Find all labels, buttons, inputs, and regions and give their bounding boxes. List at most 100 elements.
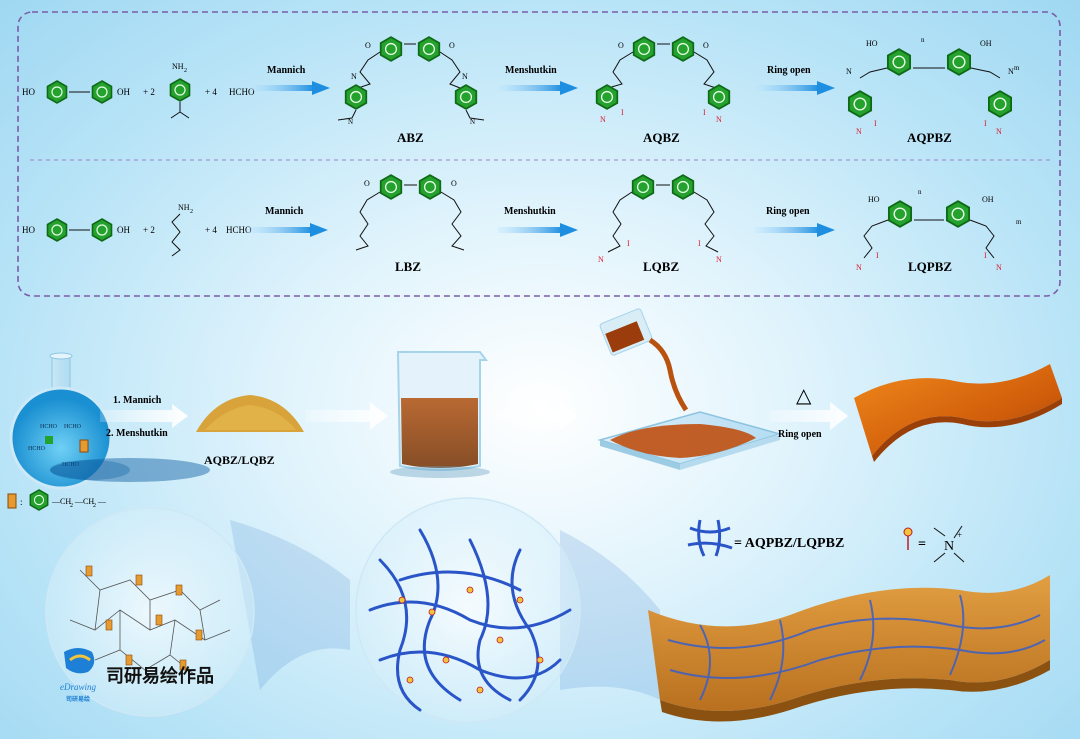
lqpbz-label: LQPBZ xyxy=(908,259,952,274)
svg-text:I: I xyxy=(984,119,987,128)
network-film xyxy=(648,575,1050,722)
svg-text:m: m xyxy=(1014,64,1020,72)
svg-text:司研易绘: 司研易绘 xyxy=(66,695,90,703)
process-arrow1 xyxy=(100,404,188,428)
svg-text:N: N xyxy=(716,255,722,264)
svg-text:O: O xyxy=(451,179,457,188)
row1-amine-sub: 2 xyxy=(184,68,187,74)
svg-text:N: N xyxy=(996,263,1002,272)
svg-text:N: N xyxy=(996,127,1002,136)
svg-text:HCHO: HCHO xyxy=(28,446,46,452)
row2-arrow2 xyxy=(498,223,578,237)
process-arrow4 xyxy=(770,402,848,430)
svg-text:I: I xyxy=(874,119,877,128)
row1-hcho: HCHO xyxy=(229,87,255,97)
row1-reactant-ho: HO xyxy=(22,87,35,97)
svg-text:—CH: —CH xyxy=(74,497,94,506)
svg-text:eDrawing: eDrawing xyxy=(60,682,97,692)
svg-text:HO: HO xyxy=(866,39,878,48)
row1-arrow3 xyxy=(755,81,835,95)
svg-text:N: N xyxy=(846,67,852,76)
svg-text:I: I xyxy=(984,251,987,260)
svg-text:N: N xyxy=(856,263,862,272)
molecular-network xyxy=(69,569,231,676)
cation-markers xyxy=(398,586,544,694)
aqbz-structure: O O N I N I xyxy=(595,36,731,124)
svg-text:n: n xyxy=(918,188,922,196)
lqbz-label: LQBZ xyxy=(643,259,679,274)
row1-arrow2 xyxy=(498,81,578,95)
svg-text:m: m xyxy=(1016,218,1022,226)
svg-text:—: — xyxy=(97,497,107,506)
lqbz-structure: N I N I xyxy=(598,174,722,264)
powder-label: AQBZ/LQBZ xyxy=(204,453,275,467)
svg-text:O: O xyxy=(449,41,455,50)
svg-text:N: N xyxy=(598,255,604,264)
lbz-structure: O O xyxy=(355,174,465,251)
cured-film xyxy=(854,364,1062,462)
row1-coef2: + 2 xyxy=(143,87,155,97)
svg-text:N: N xyxy=(462,72,468,81)
process-arrow2 xyxy=(305,402,388,430)
svg-text:HCHO: HCHO xyxy=(62,462,80,468)
abz-label: ABZ xyxy=(397,130,424,145)
svg-text:I: I xyxy=(698,239,701,248)
row2-reaction: HO OH + 2 NH 2 + 4 HCHO Mannich O O LBZ … xyxy=(22,174,1022,274)
svg-text:=: = xyxy=(918,537,926,552)
flask: HCHO HCHO HCHO HCHO xyxy=(9,352,130,490)
row1-reaction: HO OH + 2 NH 2 + 4 HCHO Mannich O O N N xyxy=(22,36,1020,145)
edrawing-logo: eDrawing 司研易绘 xyxy=(60,648,97,703)
row2-reactant-ho: HO xyxy=(22,225,35,235)
row2-step3-label: Ring open xyxy=(766,206,810,217)
row1-coef4: + 4 xyxy=(205,87,217,97)
zoom-bands xyxy=(230,520,660,700)
svg-text:OH: OH xyxy=(982,195,994,204)
aqbz-label: AQBZ xyxy=(643,130,680,145)
svg-text:O: O xyxy=(703,41,709,50)
svg-text:n: n xyxy=(921,36,925,44)
svg-text:I: I xyxy=(621,108,624,117)
process-arrow3 xyxy=(492,402,578,430)
row2-reactant-oh: OH xyxy=(117,225,130,235)
row1-step2-label: Menshutkin xyxy=(505,65,557,76)
row1-reactant-oh: OH xyxy=(117,87,130,97)
row2-arrow3 xyxy=(755,223,835,237)
row2-hcho: HCHO xyxy=(226,225,252,235)
row1-arrow1 xyxy=(250,81,330,95)
svg-text:O: O xyxy=(364,179,370,188)
aqpbz-structure: HO OH N N m n N I N I xyxy=(846,36,1020,136)
svg-text:N: N xyxy=(856,127,862,136)
svg-text:HCHO: HCHO xyxy=(64,424,82,430)
watermark-chinese: 司研易绘作品 xyxy=(106,665,214,687)
row2-coef4: + 4 xyxy=(205,225,217,235)
svg-text:I: I xyxy=(876,251,879,260)
row2-coef2: + 2 xyxy=(143,225,155,235)
ring-open-label: Ring open xyxy=(778,429,822,440)
lbz-label: LBZ xyxy=(395,259,421,274)
row1-step3-label: Ring open xyxy=(767,65,811,76)
pouring-beaker xyxy=(599,308,689,412)
row2-step1-label: Mannich xyxy=(265,206,304,217)
svg-text::: : xyxy=(20,497,23,507)
svg-text:2: 2 xyxy=(93,503,96,509)
lqpbz-structure: HO OH n m N I N I xyxy=(856,188,1022,272)
svg-text:OH: OH xyxy=(980,39,992,48)
network-legend: = AQPBZ/LQPBZ xyxy=(687,519,844,557)
casting-mold xyxy=(597,411,783,470)
svg-text:—CH: —CH xyxy=(51,497,71,506)
row2-amine-sub: 2 xyxy=(190,209,193,215)
svg-text:= AQPBZ/LQPBZ: = AQPBZ/LQPBZ xyxy=(734,536,844,551)
row2-amine-nh2: NH xyxy=(178,203,190,212)
abz-structure: O O N N N N xyxy=(337,36,485,126)
svg-text:N: N xyxy=(348,118,353,126)
aqpbz-label: AQPBZ xyxy=(907,130,952,145)
svg-text:O: O xyxy=(618,41,624,50)
beaker xyxy=(390,351,490,478)
cation-legend: = N + xyxy=(903,525,965,563)
svg-text:HO: HO xyxy=(868,195,880,204)
powder-pile xyxy=(196,395,304,432)
step-mannich: 1. Mannich xyxy=(113,395,162,406)
svg-text:N: N xyxy=(1008,67,1014,76)
